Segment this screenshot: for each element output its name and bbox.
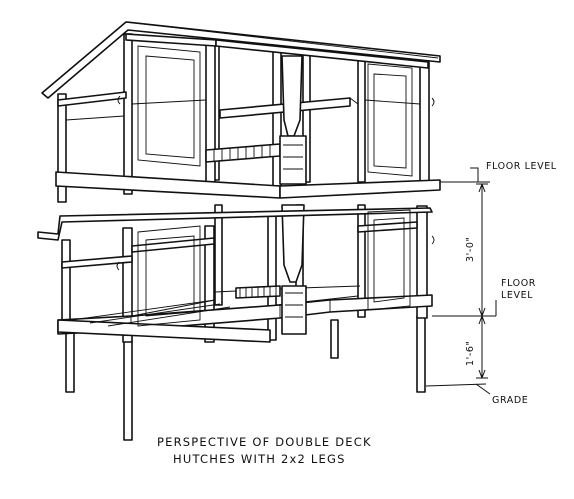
dimensions: [425, 167, 497, 395]
upper-deck: [41, 21, 441, 203]
dim-upper-label: 3'-0": [465, 237, 476, 263]
floor-level-upper-label: FLOOR LEVEL: [486, 161, 557, 172]
floor-level-lower-label-line1: FLOOR: [501, 278, 536, 289]
lower-deck: [37, 204, 435, 343]
caption-line-1: PERSPECTIVE OF DOUBLE DECK: [157, 435, 372, 449]
caption-line-2: HUTCHES WITH 2x2 LEGS: [173, 452, 346, 466]
dim-lower-label: 1'-6": [465, 341, 476, 367]
floor-level-lower-label-line2: LEVEL: [501, 290, 533, 301]
grade-label: GRADE: [492, 395, 528, 406]
